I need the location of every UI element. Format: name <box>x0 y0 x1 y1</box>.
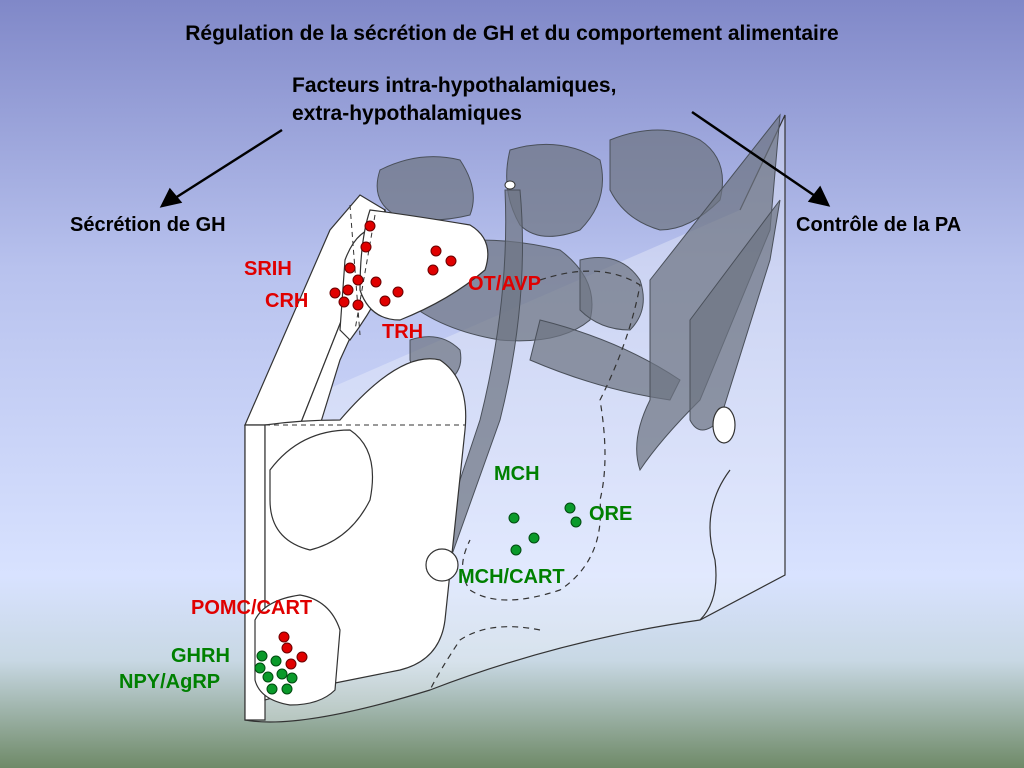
label-srih: SRIH <box>244 258 292 280</box>
label-mch-cart: MCH/CART <box>458 566 565 588</box>
label-crh: CRH <box>265 290 309 312</box>
arrows <box>159 110 831 208</box>
subtitle: Facteurs intra-hypothalamiques, extra-hy… <box>292 72 712 128</box>
right-target-label: Contrôle de la PA <box>796 214 962 236</box>
subtitle-line-1: Facteurs intra-hypothalamiques, <box>292 74 617 97</box>
label-npy-agrp: NPY/AgRP <box>119 671 221 693</box>
label-ghrh: GHRH <box>171 645 230 667</box>
label-ore: ORE <box>589 503 633 525</box>
label-mch: MCH <box>494 463 540 485</box>
mammillary-oval <box>712 406 736 444</box>
white-nuclei <box>244 194 489 721</box>
label-pomc-cart: POMC/CART <box>191 597 313 619</box>
left-target-label: Sécrétion de GH <box>70 214 226 236</box>
green-markers <box>254 502 582 695</box>
fornix-oval <box>425 548 459 582</box>
gray-structures <box>376 113 781 561</box>
slide-title: Régulation de la sécrétion de GH et du c… <box>185 22 839 45</box>
red-markers <box>278 220 457 670</box>
label-trh: TRH <box>382 321 424 343</box>
lateral-area-outline <box>461 270 641 601</box>
subtitle-line-2: extra-hypothalamiques <box>292 102 522 125</box>
label-ot-avp: OT/AVP <box>468 273 541 295</box>
